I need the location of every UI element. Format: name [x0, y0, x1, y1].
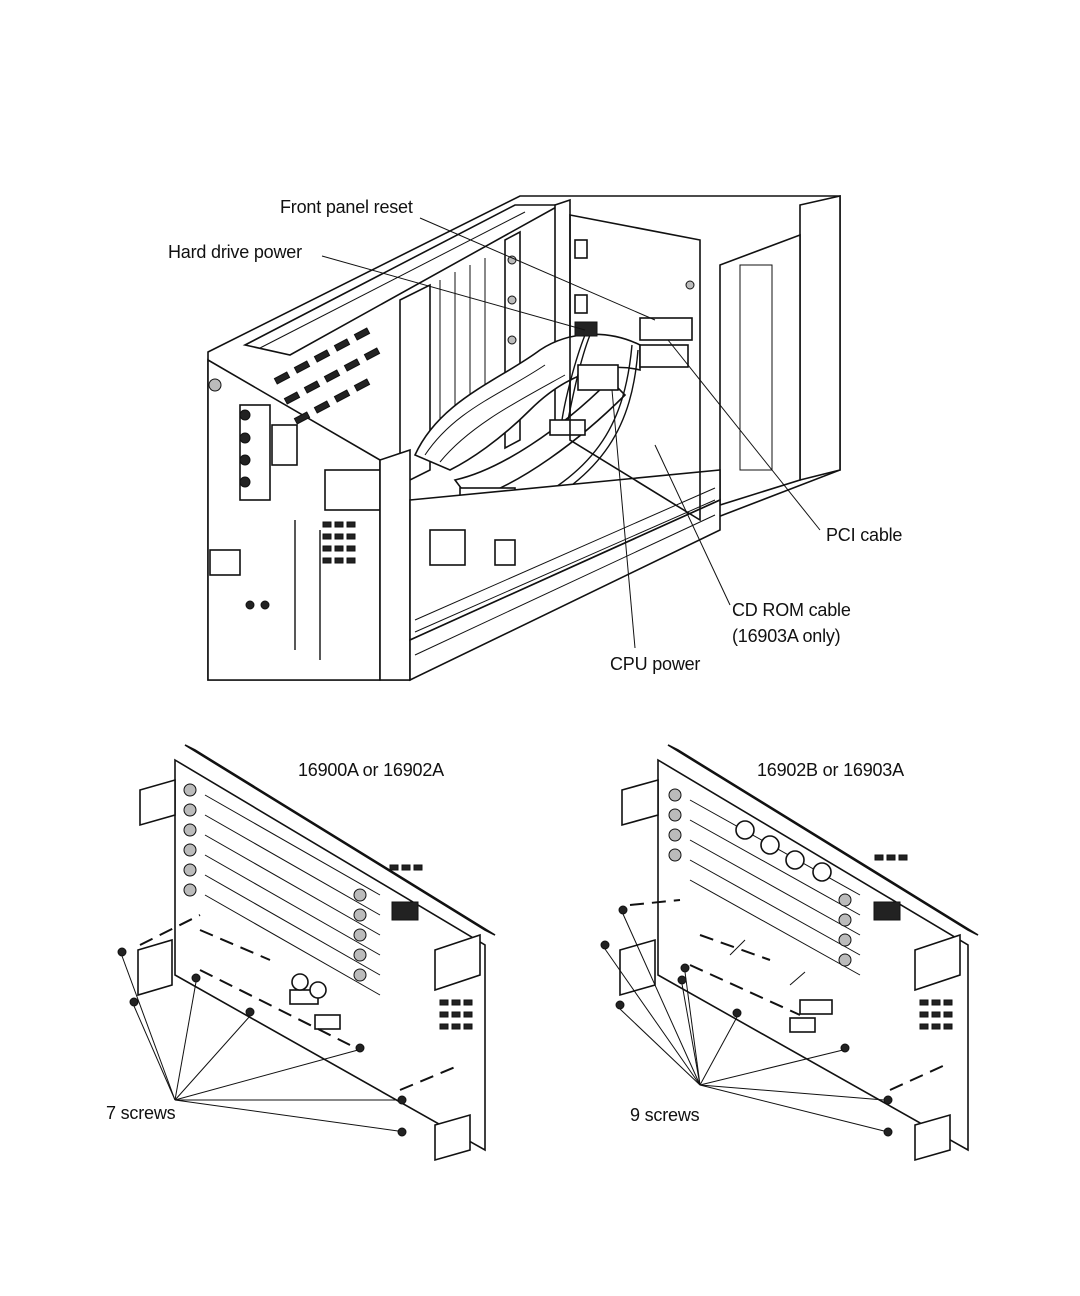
screw-icon — [601, 941, 609, 949]
label-9-screws: 9 screws — [630, 1104, 699, 1126]
screw-icon — [130, 998, 138, 1006]
label-pci-cable: PCI cable — [826, 524, 902, 546]
screw-icon — [356, 1044, 364, 1052]
front-panel-right-illustration — [620, 745, 978, 1160]
screw-icon — [678, 976, 686, 984]
label-7-screws: 7 screws — [106, 1102, 175, 1124]
label-cpu-power: CPU power — [610, 653, 700, 675]
screw-icon — [246, 1008, 254, 1016]
screw-icon — [616, 1001, 624, 1009]
label-front-panel-reset: Front panel reset — [280, 196, 413, 218]
label-cd-rom-cable: CD ROM cable — [732, 599, 851, 621]
label-hard-drive-power: Hard drive power — [168, 241, 302, 263]
front-panel-left-illustration — [138, 745, 495, 1160]
screw-icon — [398, 1096, 406, 1104]
screw-icon — [884, 1096, 892, 1104]
screw-icon — [841, 1044, 849, 1052]
label-cd-rom-cable-note: (16903A only) — [732, 625, 840, 647]
screw-icon — [884, 1128, 892, 1136]
screw-icon — [398, 1128, 406, 1136]
screw-icon — [619, 906, 627, 914]
title-right-model: 16902B or 16903A — [757, 759, 904, 781]
title-left-model: 16900A or 16902A — [298, 759, 444, 781]
screw-icon — [681, 964, 689, 972]
screw-icon — [192, 974, 200, 982]
screw-icon — [733, 1009, 741, 1017]
screw-icon — [118, 948, 126, 956]
